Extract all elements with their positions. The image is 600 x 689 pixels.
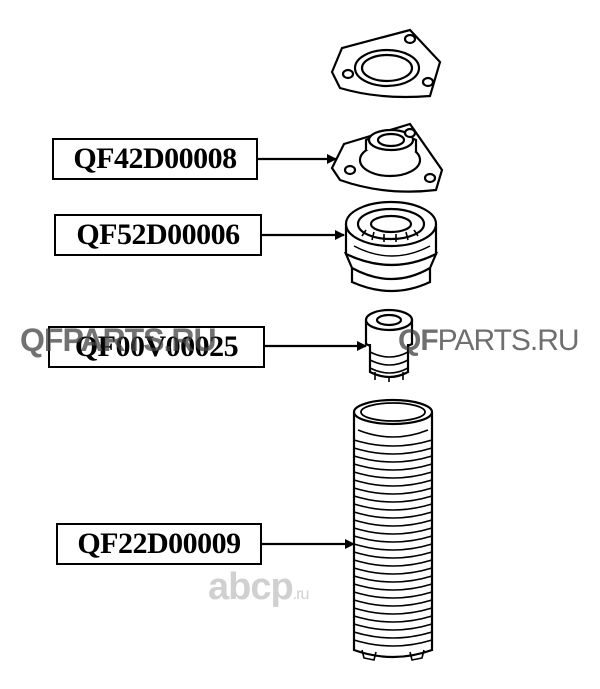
strut-mount-drawing: [330, 122, 444, 193]
boot-rib: [353, 463, 433, 471]
boot-rib: [353, 567, 433, 575]
part-label-strut-bearing: QF52D00006: [54, 214, 262, 256]
part-label-strut-mount: QF42D00008: [52, 138, 258, 180]
boot-rib: [353, 439, 433, 447]
boot-rib: [353, 503, 433, 511]
dust-boot-drawing: [352, 398, 434, 661]
boot-rib: [353, 495, 433, 503]
watermark-abcp-main: abcp: [208, 566, 294, 608]
boot-rib: [353, 519, 433, 527]
boot-rib: [353, 551, 433, 559]
boot-rib: [353, 511, 433, 519]
boot-rib: [353, 583, 433, 591]
boot-rib: [353, 639, 433, 647]
boot-rib: [353, 455, 433, 463]
boot-rib: [353, 471, 433, 479]
boot-rib: [353, 631, 433, 639]
boot-rib: [353, 487, 433, 495]
watermark-qfparts-left: QFPARTS.RU: [20, 322, 217, 358]
boot-rib: [353, 535, 433, 543]
leader-arrows: [258, 154, 367, 549]
bump-stop-drawing: [364, 308, 414, 382]
top-mounting-plate: [330, 28, 442, 99]
part-label-dust-boot: QF22D00009: [56, 523, 262, 565]
boot-rib: [353, 615, 433, 623]
boot-rib: [353, 447, 433, 455]
watermark-qfparts-right: QFPARTS.RU: [398, 324, 580, 358]
strut-bearing-drawing: [343, 200, 439, 293]
boot-rib: [353, 575, 433, 583]
watermark-parts-text: PARTS.RU: [437, 324, 580, 357]
watermark-abcp-suffix: .ru: [292, 586, 310, 603]
boot-rib: [353, 527, 433, 535]
watermark-abcp: abcp.ru: [208, 566, 310, 609]
boot-rib: [353, 591, 433, 599]
boot-rib: [353, 543, 433, 551]
boot-rib: [353, 479, 433, 487]
boot-rib: [353, 559, 433, 567]
part-label-bump-stop: QF00V00025: [48, 326, 265, 368]
boot-rib: [353, 599, 433, 607]
boot-rib: [353, 623, 433, 631]
boot-rib: [353, 607, 433, 615]
watermark-qf-bold: QF: [398, 324, 439, 357]
